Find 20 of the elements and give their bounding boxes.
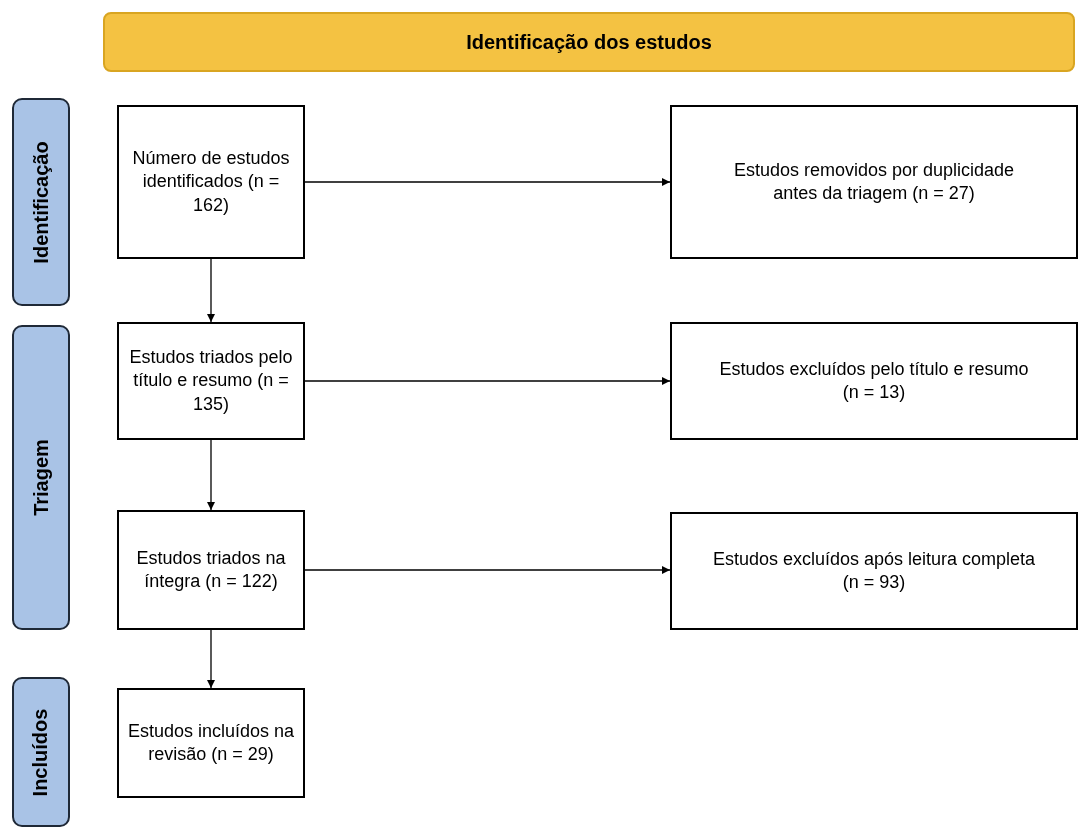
process-box: Estudos excluídos após leitura completa (n = 93) (670, 512, 1078, 630)
process-box: Estudos incluídos na revisão (n = 29) (117, 688, 305, 798)
arrow (207, 439, 215, 511)
phase-band (12, 98, 70, 306)
phase-label: Incluídos (29, 708, 53, 796)
arrow (207, 629, 215, 689)
phase-band (12, 325, 70, 630)
process-box: Estudos removidos por duplicidade antes da triagem (n = 27) (670, 105, 1078, 259)
phase-label: Identificação (29, 140, 53, 264)
arrow (207, 258, 215, 323)
phase-label: Triagem (29, 439, 53, 516)
process-box: Número de estudos identificados (n = 162) (117, 105, 305, 259)
arrow (304, 377, 671, 385)
process-box: Estudos triados na íntegra (n = 122) (117, 510, 305, 630)
header-banner: Identificação dos estudos (103, 12, 1075, 72)
arrow (304, 178, 671, 186)
process-box: Estudos excluídos pelo título e resumo (n = 13) (670, 322, 1078, 440)
arrow (304, 566, 671, 574)
phase-band (12, 677, 70, 827)
process-box: Estudos triados pelo título e resumo (n = 135) (117, 322, 305, 440)
